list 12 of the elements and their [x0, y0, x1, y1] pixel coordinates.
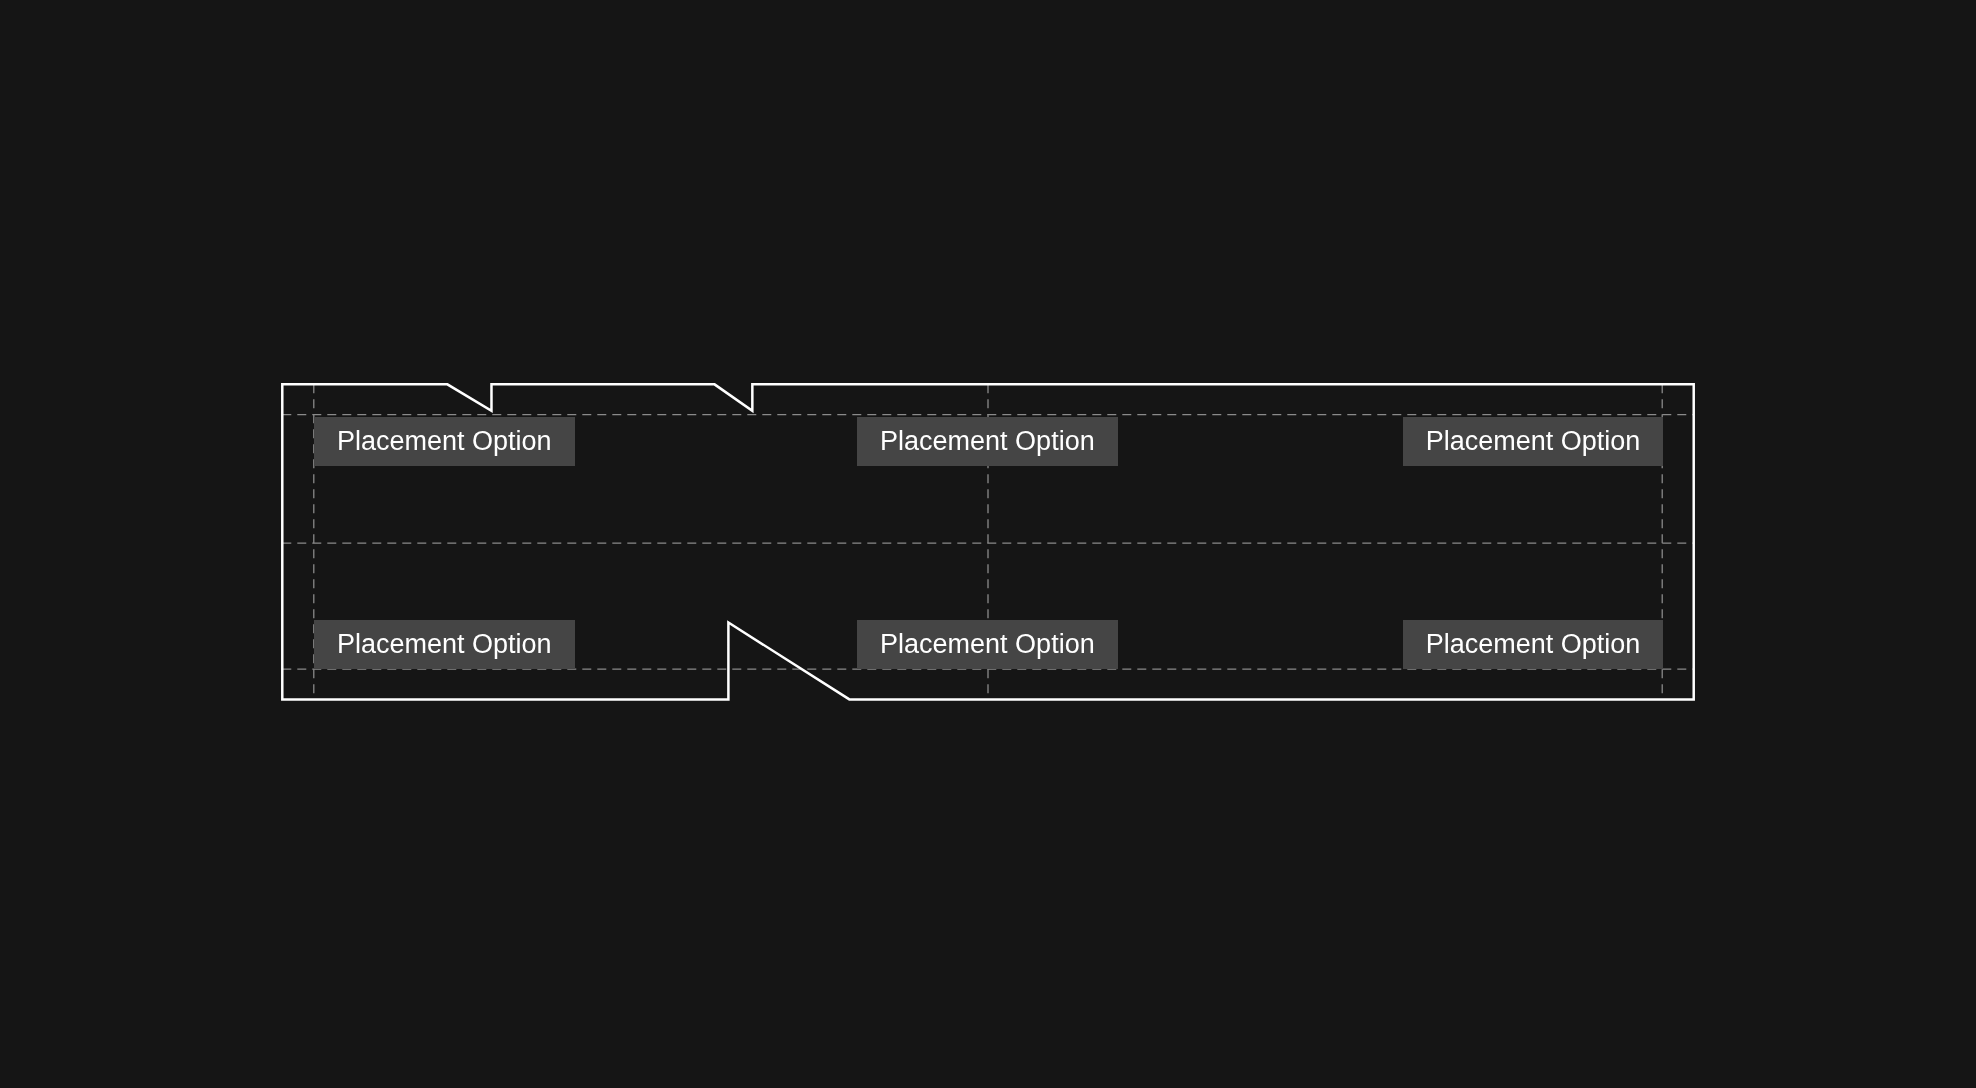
- placement-label-box: [1402, 417, 1664, 467]
- placement-label-box: [313, 417, 575, 467]
- placement-label-box: [856, 417, 1118, 467]
- placement-label: Placement Option: [336, 426, 552, 458]
- placement-label: Placement Option: [880, 426, 1095, 458]
- placement-label-box: [856, 620, 1118, 670]
- placement-label: Placement Option: [1425, 426, 1641, 458]
- placement-label: Placement Option: [336, 629, 552, 661]
- placement-label-box: [1402, 620, 1664, 670]
- placement-label: Placement Option: [880, 629, 1095, 661]
- placement-label-box: [313, 620, 575, 670]
- placement-label: Placement Option: [1425, 629, 1641, 661]
